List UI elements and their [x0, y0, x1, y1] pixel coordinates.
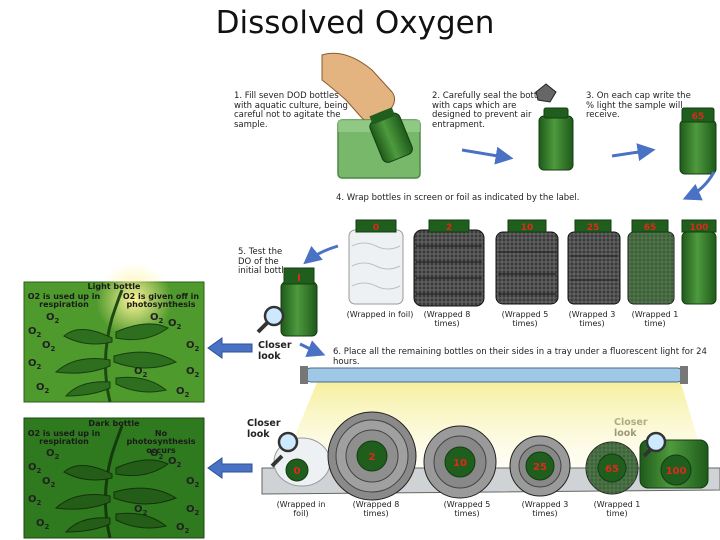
o2-label: O2	[28, 494, 42, 507]
o2-label: O2	[28, 326, 42, 339]
o2-label: O2	[186, 340, 200, 353]
tray-cap-10: 10	[453, 458, 467, 469]
light-panel-right-heading: O2 is given off in photosynthesis	[122, 292, 200, 310]
tray-cap-25: 25	[533, 462, 547, 473]
magnifier-icon	[263, 305, 285, 327]
o2-label: O2	[150, 312, 164, 325]
cap-label-row-25: 25	[587, 223, 600, 233]
light-panel-left-heading: O2 is used up in respiration	[27, 292, 101, 310]
step-2-text: 2. Carefully seal the bottles with caps …	[432, 91, 550, 130]
step-3-text: 3. On each cap write the % light the sam…	[586, 91, 691, 121]
step-3-illustration: 65	[679, 107, 717, 175]
dark-bottle-panel	[23, 417, 205, 539]
o2-label: O2	[28, 462, 42, 475]
o2-label: O2	[42, 476, 56, 489]
o2-label: O2	[42, 340, 56, 353]
tray-cap-65: 65	[605, 464, 619, 475]
arrow-to-light-panel	[207, 337, 253, 359]
o2-label: O2	[36, 518, 50, 531]
step-1-illustration	[321, 52, 421, 179]
o2-label: O2	[186, 504, 200, 517]
wrap-caption-1: (Wrapped 1 time)	[631, 310, 679, 328]
cap-label-initial: I	[297, 273, 301, 284]
o2-label: O2	[168, 318, 182, 331]
magnifier-icon	[645, 431, 667, 453]
cap-label-row-10: 10	[521, 223, 534, 233]
light-panel-title: Light bottle	[87, 282, 141, 291]
tray-cap-2: 2	[369, 452, 376, 463]
o2-label: O2	[168, 456, 182, 469]
initial-bottle: I	[256, 267, 318, 337]
o2-label: O2	[28, 358, 42, 371]
tray-caption-8: (Wrapped 8 times)	[352, 500, 400, 518]
dark-panel-left-heading: O2 is used up in respiration	[27, 429, 101, 447]
wrapped-bottle-row: 0 2 10 25 65 100	[348, 219, 717, 307]
o2-label: O2	[186, 366, 200, 379]
cap-label-65: 65	[692, 112, 705, 122]
light-bottle-panel	[23, 262, 205, 403]
o2-label: O2	[176, 522, 190, 535]
o2-label: O2	[36, 382, 50, 395]
flow-arrows	[299, 143, 716, 358]
wrap-caption-3: (Wrapped 3 times)	[568, 310, 616, 328]
dark-panel-right-heading: No photosynthesis occurs	[126, 429, 196, 455]
o2-label: O2	[134, 366, 148, 379]
dark-panel-title: Dark bottle	[88, 419, 140, 428]
closer-look-label-top: Closer look	[258, 340, 292, 362]
step-5-text: 5. Test the DO of the initial bottle	[238, 247, 289, 277]
cap-label-row-2: 2	[446, 223, 452, 233]
o2-label: O2	[46, 312, 60, 325]
cap-label-row-100: 100	[690, 223, 709, 233]
wrap-caption-8: (Wrapped 8 times)	[423, 310, 471, 328]
step-4-text: 4. Wrap bottles in screen or foil as ind…	[336, 193, 580, 203]
closer-look-label-mid: Closer look	[247, 418, 281, 440]
tray: 0 2 10 25 65 100	[261, 411, 720, 501]
o2-label: O2	[134, 504, 148, 517]
step-2-illustration	[535, 83, 574, 171]
wrap-caption-5: (Wrapped 5 times)	[501, 310, 549, 328]
cap-label-row-65: 65	[644, 223, 657, 233]
tray-caption-foil: (Wrapped in foil)	[276, 500, 326, 518]
slide-title: Dissolved Oxygen	[215, 5, 495, 41]
wrap-caption-foil: (Wrapped in foil)	[346, 310, 414, 319]
o2-label: O2	[176, 386, 190, 399]
tray-cap-100: 100	[666, 466, 687, 477]
o2-label: O2	[150, 448, 164, 461]
step-1-text: 1. Fill seven DOD bottles with aquatic c…	[234, 91, 348, 130]
tray-caption-1: (Wrapped 1 time)	[593, 500, 641, 518]
o2-label: O2	[46, 448, 60, 461]
arrow-to-dark-panel	[207, 457, 253, 479]
o2-label: O2	[186, 476, 200, 489]
cap-label-row-0: 0	[373, 223, 379, 233]
magnifier-icon	[277, 431, 299, 453]
tray-cap-0: 0	[294, 466, 301, 477]
tray-caption-3: (Wrapped 3 times)	[521, 500, 569, 518]
tray-caption-5: (Wrapped 5 times)	[443, 500, 491, 518]
step-6-text: 6. Place all the remaining bottles on th…	[333, 347, 707, 367]
